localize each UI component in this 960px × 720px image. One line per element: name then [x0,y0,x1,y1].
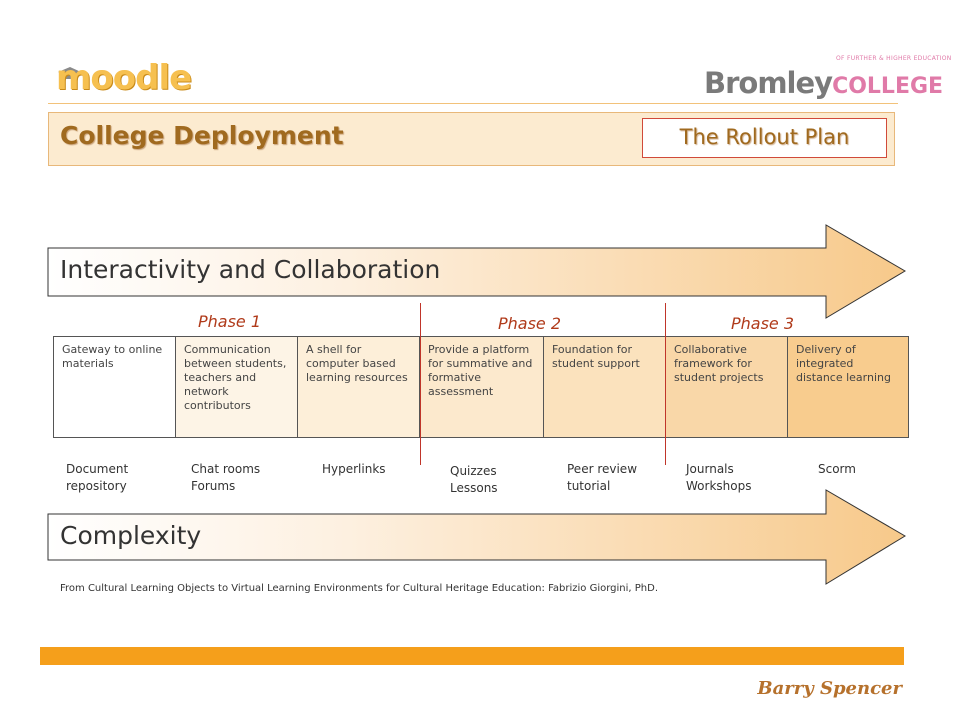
author-name: Barry Spencer [757,678,902,699]
column-distance-learning: Delivery of integrated distance learning [787,336,909,438]
complexity-arrow [47,489,906,585]
column-text: Provide a platform for summative and for… [428,343,533,398]
rollout-plan-box [642,118,887,158]
column-text: Communication between students, teachers… [184,343,287,412]
header-divider [48,103,898,104]
college-name: Bromley [704,66,833,100]
column-gateway: Gateway to online materials [53,336,176,438]
column-shell: A shell for computer based learning reso… [297,336,420,438]
phase-3-divider [665,303,666,465]
college-tagline: OF FURTHER & HIGHER EDUCATION [836,55,952,62]
column-text: Foundation for student support [552,343,640,370]
tool-journals-workshops: Journals Workshops [686,462,752,493]
phase-1-label: Phase 1 [198,312,262,331]
tool-scorm: Scorm [818,462,856,476]
college-suffix: COLLEGE [832,74,944,99]
column-assessment: Provide a platform for summative and for… [419,336,544,438]
phase-2-label: Phase 2 [498,314,562,333]
column-text: Collaborative framework for student proj… [674,343,764,384]
interactivity-label: Interactivity and Collaboration [60,255,441,284]
citation: From Cultural Learning Objects to Virtua… [60,583,659,594]
column-collaborative: Collaborative framework for student proj… [665,336,788,438]
column-text: Delivery of integrated distance learning [796,343,891,384]
graduation-cap-icon [58,67,81,79]
bromley-college-logo: BromleyCOLLEGE [704,66,943,100]
moodle-logo: moodle [56,58,192,98]
complexity-label: Complexity [60,521,202,550]
slide-title: College Deployment [60,121,344,150]
tool-hyperlinks: Hyperlinks [322,462,386,476]
footer-bar [40,647,904,665]
rollout-plan-label: The Rollout Plan [679,125,850,149]
phase-2-divider [420,303,421,465]
column-communication: Communication between students, teachers… [175,336,298,438]
tool-quizzes-lessons: Quizzes Lessons [450,464,498,495]
phase-3-label: Phase 3 [731,314,795,333]
tool-chat-forums: Chat rooms Forums [191,462,261,493]
interactivity-arrow [47,224,906,319]
column-text: A shell for computer based learning reso… [306,343,408,384]
tool-document-repository: Document repository [66,462,129,493]
column-text: Gateway to online materials [62,343,163,370]
column-student-support: Foundation for student support [543,336,666,438]
tool-peer-review: Peer review tutorial [567,462,638,493]
